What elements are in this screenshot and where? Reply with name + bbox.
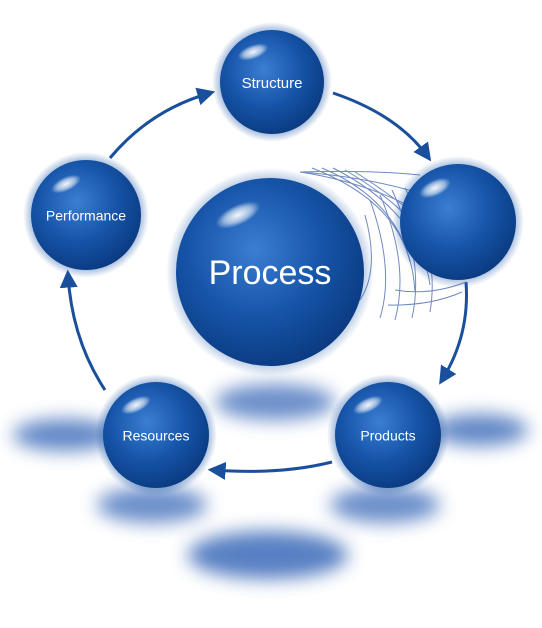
label-products: Products: [360, 428, 415, 444]
node-performance: Performance: [23, 152, 149, 278]
highlight-products: [353, 395, 383, 415]
highlight-performance: [51, 174, 81, 194]
label-structure: Structure: [242, 75, 303, 92]
highlight-process: [215, 201, 261, 229]
arrow-performance-to-structure: [108, 87, 216, 159]
shadow-resources: [97, 487, 207, 523]
node-resources: Resources: [95, 374, 217, 496]
node-products: Products: [327, 374, 449, 496]
label-resources: Resources: [123, 428, 190, 444]
floor-shadows: [13, 384, 528, 579]
sphere-unlabeled: [400, 164, 516, 280]
shadow-bottom: [188, 531, 348, 579]
cycle-arrows: [59, 87, 468, 480]
arrow-resources-to-performance: [59, 269, 107, 391]
arrow-products-to-resources: [207, 460, 333, 480]
label-process: Process: [209, 254, 332, 292]
node-unlabeled: [392, 156, 524, 288]
arrow-structure-to-unlabeled: [332, 91, 432, 162]
highlight-structure: [237, 43, 269, 61]
shadow-products: [330, 487, 440, 523]
shadow-left: [13, 419, 117, 451]
highlight-resources: [121, 395, 151, 415]
arrow-unlabeled-to-products: [439, 281, 468, 385]
shadow-right: [432, 414, 528, 446]
shadow-process: [215, 384, 335, 420]
highlight-unlabeled: [419, 177, 451, 199]
label-performance: Performance: [46, 208, 126, 224]
node-process: Process: [166, 168, 374, 376]
node-structure: Structure: [212, 22, 332, 142]
